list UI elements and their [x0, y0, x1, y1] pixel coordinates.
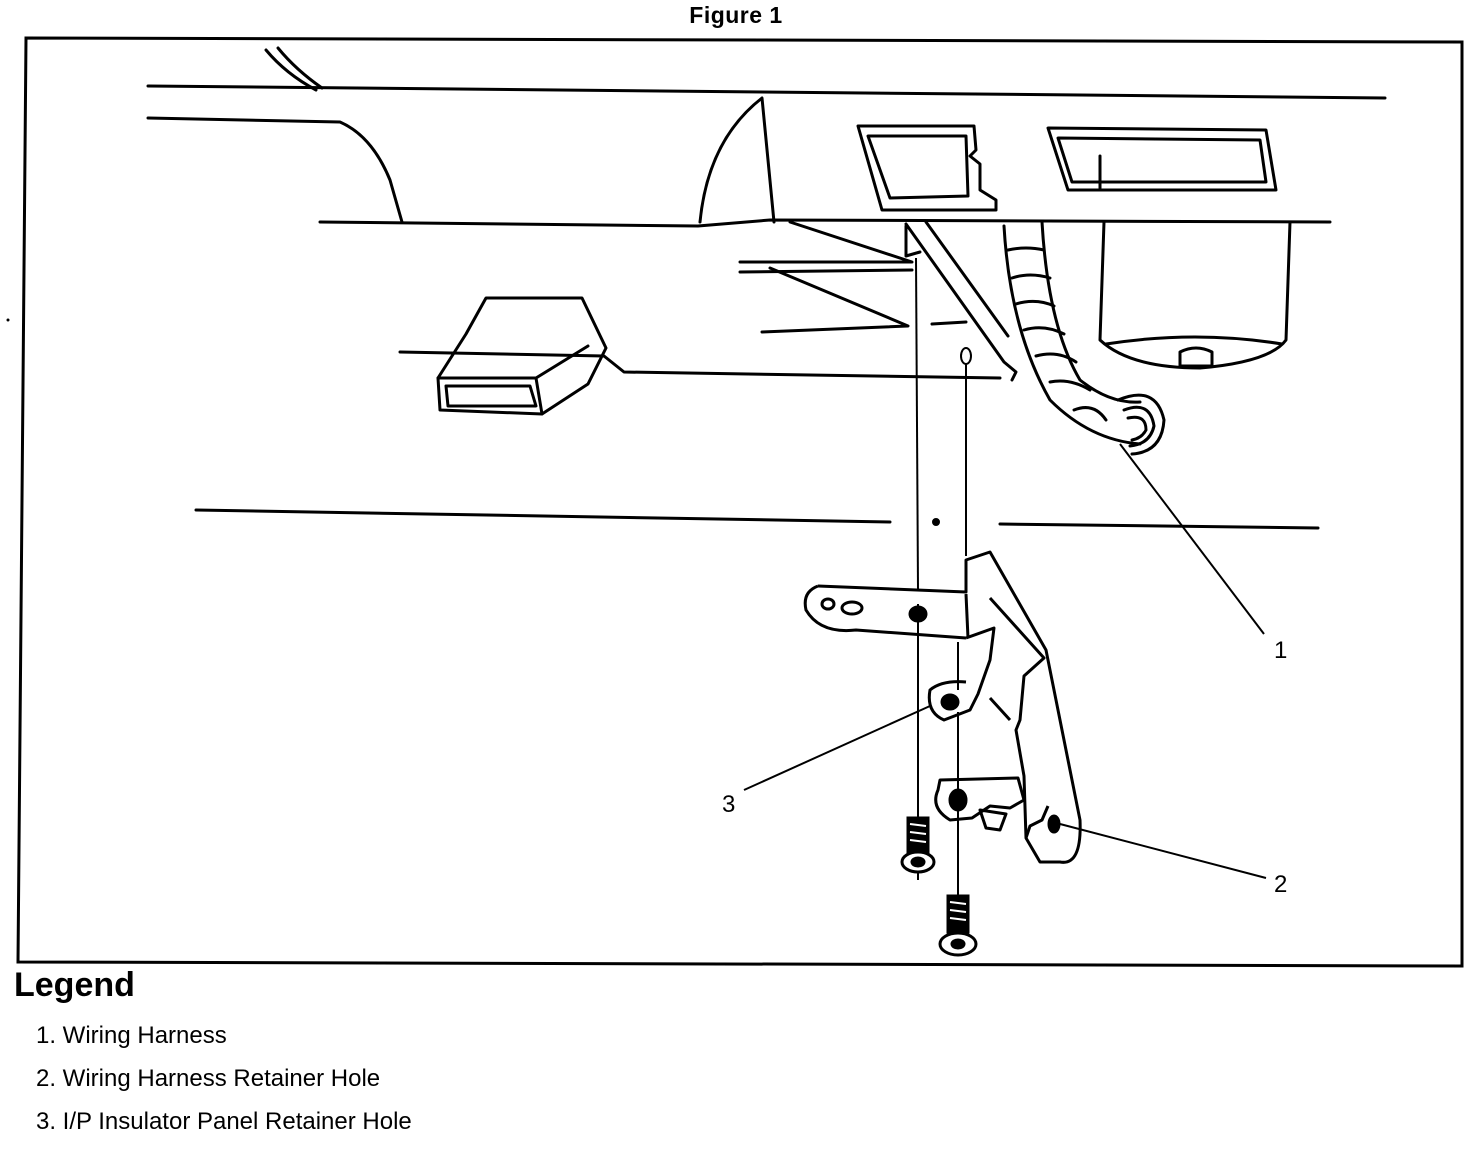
- dash-vent-left: [856, 124, 998, 212]
- legend-item: 1. Wiring Harness: [36, 1022, 227, 1049]
- dashboard-underside: [146, 46, 1387, 530]
- callout-2: 2: [1274, 871, 1287, 898]
- insulator-panel-bracket: [803, 550, 1082, 864]
- motor-housing: [1098, 220, 1292, 370]
- harness-grommet: [1116, 393, 1166, 456]
- dash-vent-right: [1046, 126, 1278, 192]
- callout-3: 3: [722, 791, 735, 818]
- callout-1: 1: [1274, 637, 1287, 664]
- stray-mark: [6, 318, 10, 322]
- leader-lines: [743, 443, 1267, 879]
- wiring-harness: [1002, 220, 1166, 456]
- screw-right: [938, 894, 978, 957]
- legend-heading: Legend: [14, 966, 135, 1004]
- diagram: 1 3 2: [6, 36, 1464, 968]
- legend-item: 3. I/P Insulator Panel Retainer Hole: [36, 1108, 412, 1135]
- figure-title: Figure 1: [689, 2, 783, 28]
- figure-border: [16, 36, 1464, 968]
- legend-list: 1. Wiring Harness 2. Wiring Harness Reta…: [36, 1020, 412, 1149]
- screw-left: [900, 816, 936, 874]
- legend-item: 2. Wiring Harness Retainer Hole: [36, 1065, 381, 1092]
